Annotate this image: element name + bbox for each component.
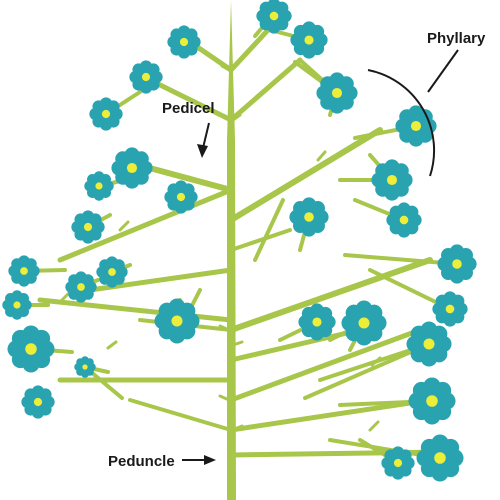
- bract-tick: [220, 64, 231, 72]
- flower-center: [141, 72, 151, 82]
- flower-center: [171, 315, 183, 327]
- flower-icon: [371, 159, 413, 201]
- flower-center: [20, 267, 28, 275]
- arrow-icon: [204, 455, 216, 465]
- flower-icon: [406, 321, 452, 367]
- flower-icon: [96, 256, 128, 288]
- flower-center: [83, 222, 93, 232]
- flower-icon: [432, 291, 468, 327]
- flower-icon: [381, 446, 415, 480]
- flower-icon: [408, 377, 456, 425]
- flower-icon: [316, 72, 358, 114]
- flower-icon: [290, 21, 328, 59]
- flower-icon: [256, 0, 292, 34]
- flower-center: [25, 343, 37, 355]
- flower-center: [423, 338, 435, 350]
- flower-center: [358, 317, 370, 329]
- pedicel-arrow-line: [202, 122, 210, 149]
- branch-line: [57, 187, 234, 263]
- branch-line: [228, 327, 423, 403]
- bract-tick: [231, 424, 244, 432]
- flower-icon: [84, 171, 114, 201]
- flower-center: [386, 174, 398, 186]
- flower-icon: [437, 244, 477, 284]
- arrow-icon: [197, 144, 208, 158]
- branch-line: [228, 257, 433, 333]
- flower-icon: [298, 303, 336, 341]
- branch-line: [147, 77, 234, 123]
- flower-center: [445, 304, 455, 314]
- bract-tick: [220, 184, 231, 192]
- flower-center: [77, 283, 85, 291]
- flower-center: [179, 37, 189, 47]
- peduncle-label: Peduncle: [108, 453, 175, 470]
- flower-center: [312, 317, 322, 327]
- bract-tick: [231, 340, 244, 347]
- flowers-group: [2, 0, 477, 482]
- bract-tick: [370, 356, 382, 367]
- branch-line: [228, 127, 383, 223]
- branch-line: [228, 27, 271, 73]
- flower-center: [410, 120, 422, 132]
- flower-icon: [395, 105, 437, 147]
- flower-center: [101, 109, 111, 119]
- flower-icon: [164, 180, 198, 214]
- bract-tick: [231, 113, 242, 122]
- bract-tick: [368, 420, 380, 432]
- flower-icon: [2, 290, 32, 320]
- annotations-group: Phyllary Pedicel Peduncle: [108, 30, 486, 470]
- flower-icon: [111, 147, 153, 189]
- flower-icon: [71, 210, 105, 244]
- pedicel-line: [303, 342, 431, 400]
- flower-icon: [341, 300, 387, 346]
- branch-line: [228, 397, 433, 433]
- bract-tick: [231, 214, 242, 222]
- flower-icon: [74, 356, 96, 378]
- flower-center: [95, 182, 103, 190]
- stems-group: [15, 0, 459, 500]
- branch-line: [228, 57, 303, 123]
- branch-line: [229, 228, 292, 252]
- phyllary-label: Phyllary: [427, 30, 486, 47]
- flower-icon: [416, 434, 464, 482]
- flower-icon: [65, 271, 97, 303]
- flower-center: [434, 452, 446, 464]
- branch-line: [128, 398, 233, 432]
- flower-center: [33, 397, 43, 407]
- flower-center: [126, 162, 138, 174]
- flower-center: [399, 215, 409, 225]
- flower-center: [269, 11, 279, 21]
- flower-center: [304, 35, 314, 45]
- flower-icon: [89, 97, 123, 131]
- flower-icon: [21, 385, 55, 419]
- flower-center: [13, 301, 21, 309]
- flower-icon: [129, 60, 163, 94]
- pedicel-line: [253, 198, 285, 262]
- bract-tick: [106, 340, 118, 350]
- bract-tick: [218, 324, 231, 332]
- flower-center: [108, 268, 116, 276]
- flower-icon: [154, 298, 200, 344]
- flower-icon: [8, 255, 40, 287]
- bract-tick: [118, 220, 130, 232]
- pedicel-label: Pedicel: [162, 100, 215, 117]
- flower-icon: [167, 25, 201, 59]
- phyllary-bracket-arc: [367, 69, 436, 177]
- flower-center: [331, 87, 343, 99]
- flower-center: [176, 192, 186, 202]
- branch-line: [37, 297, 234, 323]
- bract-tick: [218, 394, 231, 402]
- bract-tick: [316, 150, 327, 162]
- flower-center: [393, 458, 403, 468]
- flower-icon: [386, 202, 422, 238]
- flower-center: [82, 364, 88, 370]
- flower-center: [452, 259, 462, 269]
- flower-icon: [289, 197, 329, 237]
- flower-center: [304, 212, 314, 222]
- flower-center: [426, 395, 438, 407]
- phyllary-leader-line: [427, 49, 459, 93]
- flower-icon: [7, 325, 55, 373]
